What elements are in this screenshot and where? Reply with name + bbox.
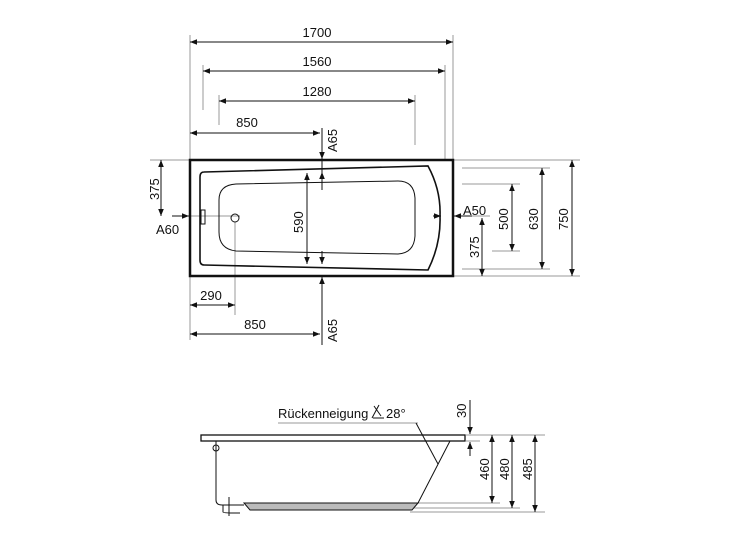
back-slope-angle: 28° (386, 406, 406, 421)
dimension-485: 485 (520, 435, 538, 512)
overflow-icon (200, 209, 206, 225)
dim-label: 480 (497, 458, 512, 480)
dimension-375-right: 375 (467, 218, 485, 276)
drain-icon (230, 213, 240, 223)
dimension-500: 500 (496, 184, 515, 251)
dimension-590: 590 (291, 172, 325, 264)
dim-label: 30 (454, 404, 469, 418)
tub-outer-rim (188, 158, 455, 278)
dim-label: 460 (477, 458, 492, 480)
dimension-460: 460 (477, 435, 495, 503)
extension-lines-side (410, 434, 545, 513)
dim-label: 375 (147, 178, 162, 200)
dim-label: 485 (520, 458, 535, 480)
dimension-290: 290 (190, 288, 235, 308)
dim-label: 850 (236, 115, 258, 130)
dimension-1280: 1280 (219, 84, 415, 104)
dim-label: 1280 (303, 84, 332, 99)
dimension-850-bottom: 850 (190, 317, 320, 337)
dimension-630: 630 (526, 168, 545, 269)
dim-label: 375 (467, 236, 482, 258)
dim-label: 500 (496, 208, 511, 230)
dim-label: 850 (244, 317, 266, 332)
dim-label: 590 (291, 211, 306, 233)
dim-label: 290 (200, 288, 222, 303)
tub-inner-rim (199, 165, 441, 271)
back-slope-callout: Rückenneigung 28° (278, 404, 439, 465)
dim-label: 750 (556, 208, 571, 230)
tub-basin (218, 180, 416, 255)
a65-label: A65 (325, 129, 340, 152)
dimension-30: 30 (454, 400, 473, 456)
tub-foot (222, 505, 240, 514)
dim-label: 1560 (303, 54, 332, 69)
dimension-750: 750 (556, 160, 575, 276)
back-slope-label: Rückenneigung (278, 406, 368, 421)
top-view: 1700 1560 1280 850 A65 590 (147, 25, 580, 345)
dimension-1700: 1700 (190, 25, 453, 45)
overflow-side-icon (212, 444, 220, 452)
dim-label: 1700 (303, 25, 332, 40)
a60-marker: A60 (156, 213, 189, 237)
a60-label: A60 (156, 222, 179, 237)
dim-label: 630 (526, 208, 541, 230)
dimension-375-left: 375 (147, 160, 164, 216)
dimension-850-top: 850 (190, 115, 320, 136)
tub-base-plate (242, 502, 420, 511)
a65-bottom-marker: A65 (319, 277, 340, 345)
a65-label: A65 (325, 319, 340, 342)
tub-rim-side (200, 434, 466, 442)
tub-body-side (215, 440, 451, 506)
angle-icon (371, 404, 384, 419)
side-view: Rückenneigung 28° 30 460 480 485 (200, 400, 545, 516)
dimension-1560: 1560 (203, 54, 445, 74)
dimension-480: 480 (497, 435, 515, 508)
a50-marker: A50 (433, 203, 486, 219)
a50-label: A50 (463, 203, 486, 218)
